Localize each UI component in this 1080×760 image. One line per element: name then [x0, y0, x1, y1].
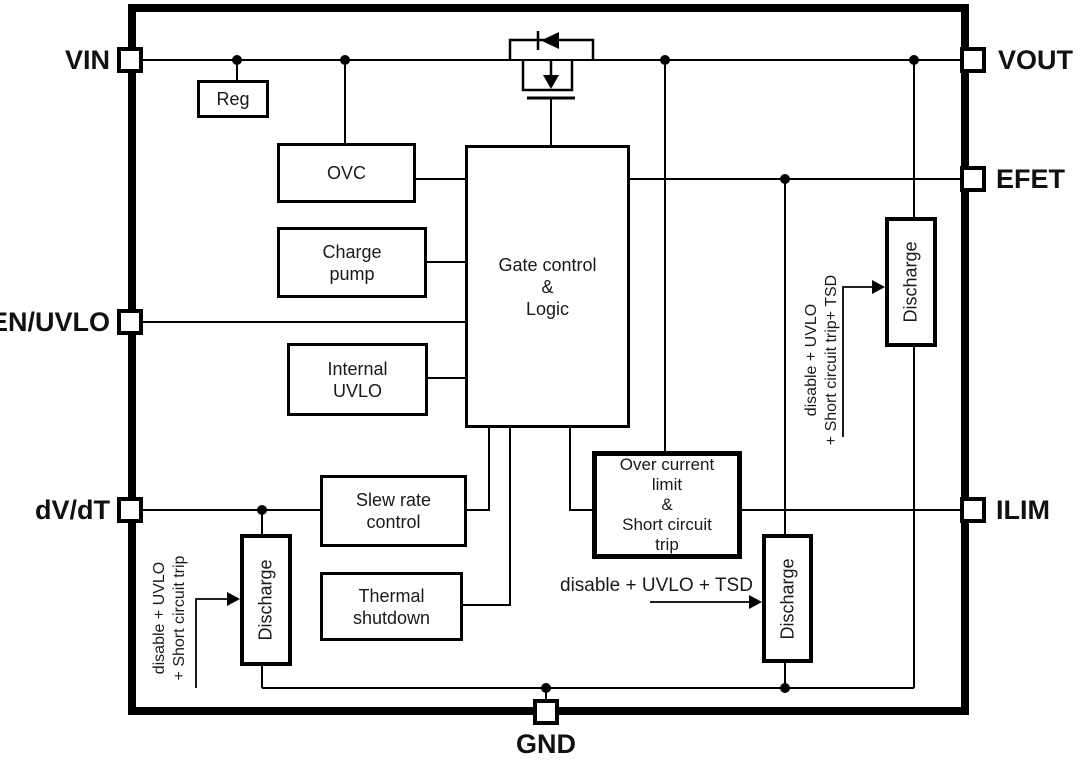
block-label: Gate control & Logic [498, 254, 597, 319]
pin-label-vout: VOUT [998, 45, 1074, 75]
pin-label-en-uvlo: EN/UVLO [0, 307, 110, 337]
block-slew-rate: Slew rate control [320, 475, 467, 547]
block-label: Slew rate control [355, 490, 432, 532]
block-label: Discharge [777, 557, 798, 640]
block-discharge-right: Discharge [885, 217, 937, 347]
block-over-current: Over current limit & Short circuit trip [592, 451, 742, 559]
pin-label-ilim: ILIM [996, 495, 1050, 525]
pin-dvdt [117, 497, 143, 523]
pin-vin [117, 47, 143, 73]
pin-gnd [533, 699, 559, 725]
block-discharge-left: Discharge [240, 534, 292, 666]
block-label: Internal UVLO [327, 358, 388, 401]
block-label: Charge pump [322, 241, 382, 284]
block-label: OVC [326, 163, 366, 183]
junction-dots [232, 55, 919, 693]
block-label: Discharge [901, 241, 922, 323]
discharge-left-arrow [195, 592, 240, 688]
pin-en-uvlo [117, 309, 143, 335]
block-internal-uvlo: Internal UVLO [287, 343, 428, 416]
pin-efet [960, 166, 986, 192]
pin-label-efet: EFET [996, 164, 1066, 194]
discharge-bottom-arrow [650, 595, 762, 609]
pin-label-vin: VIN [64, 45, 110, 75]
block-label: Reg [216, 89, 250, 109]
annotation-discharge-right-signal: disable + UVLO + Short circuit trip+ TSD [803, 274, 840, 446]
annotation-discharge-bottom-signal: disable + UVLO + TSD [560, 575, 753, 596]
pin-ilim [960, 497, 986, 523]
signal-wires [143, 59, 960, 700]
pin-label-gnd: GND [516, 729, 576, 759]
block-label: Thermal shutdown [352, 585, 431, 628]
block-label: Discharge [256, 559, 277, 641]
annotation-discharge-left-signal: disable + UVLO + Short circuit trip [151, 555, 188, 681]
mosfet-icon [508, 31, 595, 100]
block-ovc: OVC [277, 143, 416, 203]
block-reg: Reg [197, 80, 269, 118]
block-thermal-shutdown: Thermal shutdown [320, 572, 463, 641]
block-label: Over current limit & Short circuit trip [619, 455, 715, 554]
block-discharge-bottom: Discharge [762, 534, 813, 663]
pin-vout [960, 47, 986, 73]
block-gate-control: Gate control & Logic [465, 145, 630, 428]
pin-label-dvdt: dV/dT [35, 495, 110, 525]
discharge-right-arrow [842, 280, 885, 437]
block-charge-pump: Charge pump [277, 227, 427, 298]
